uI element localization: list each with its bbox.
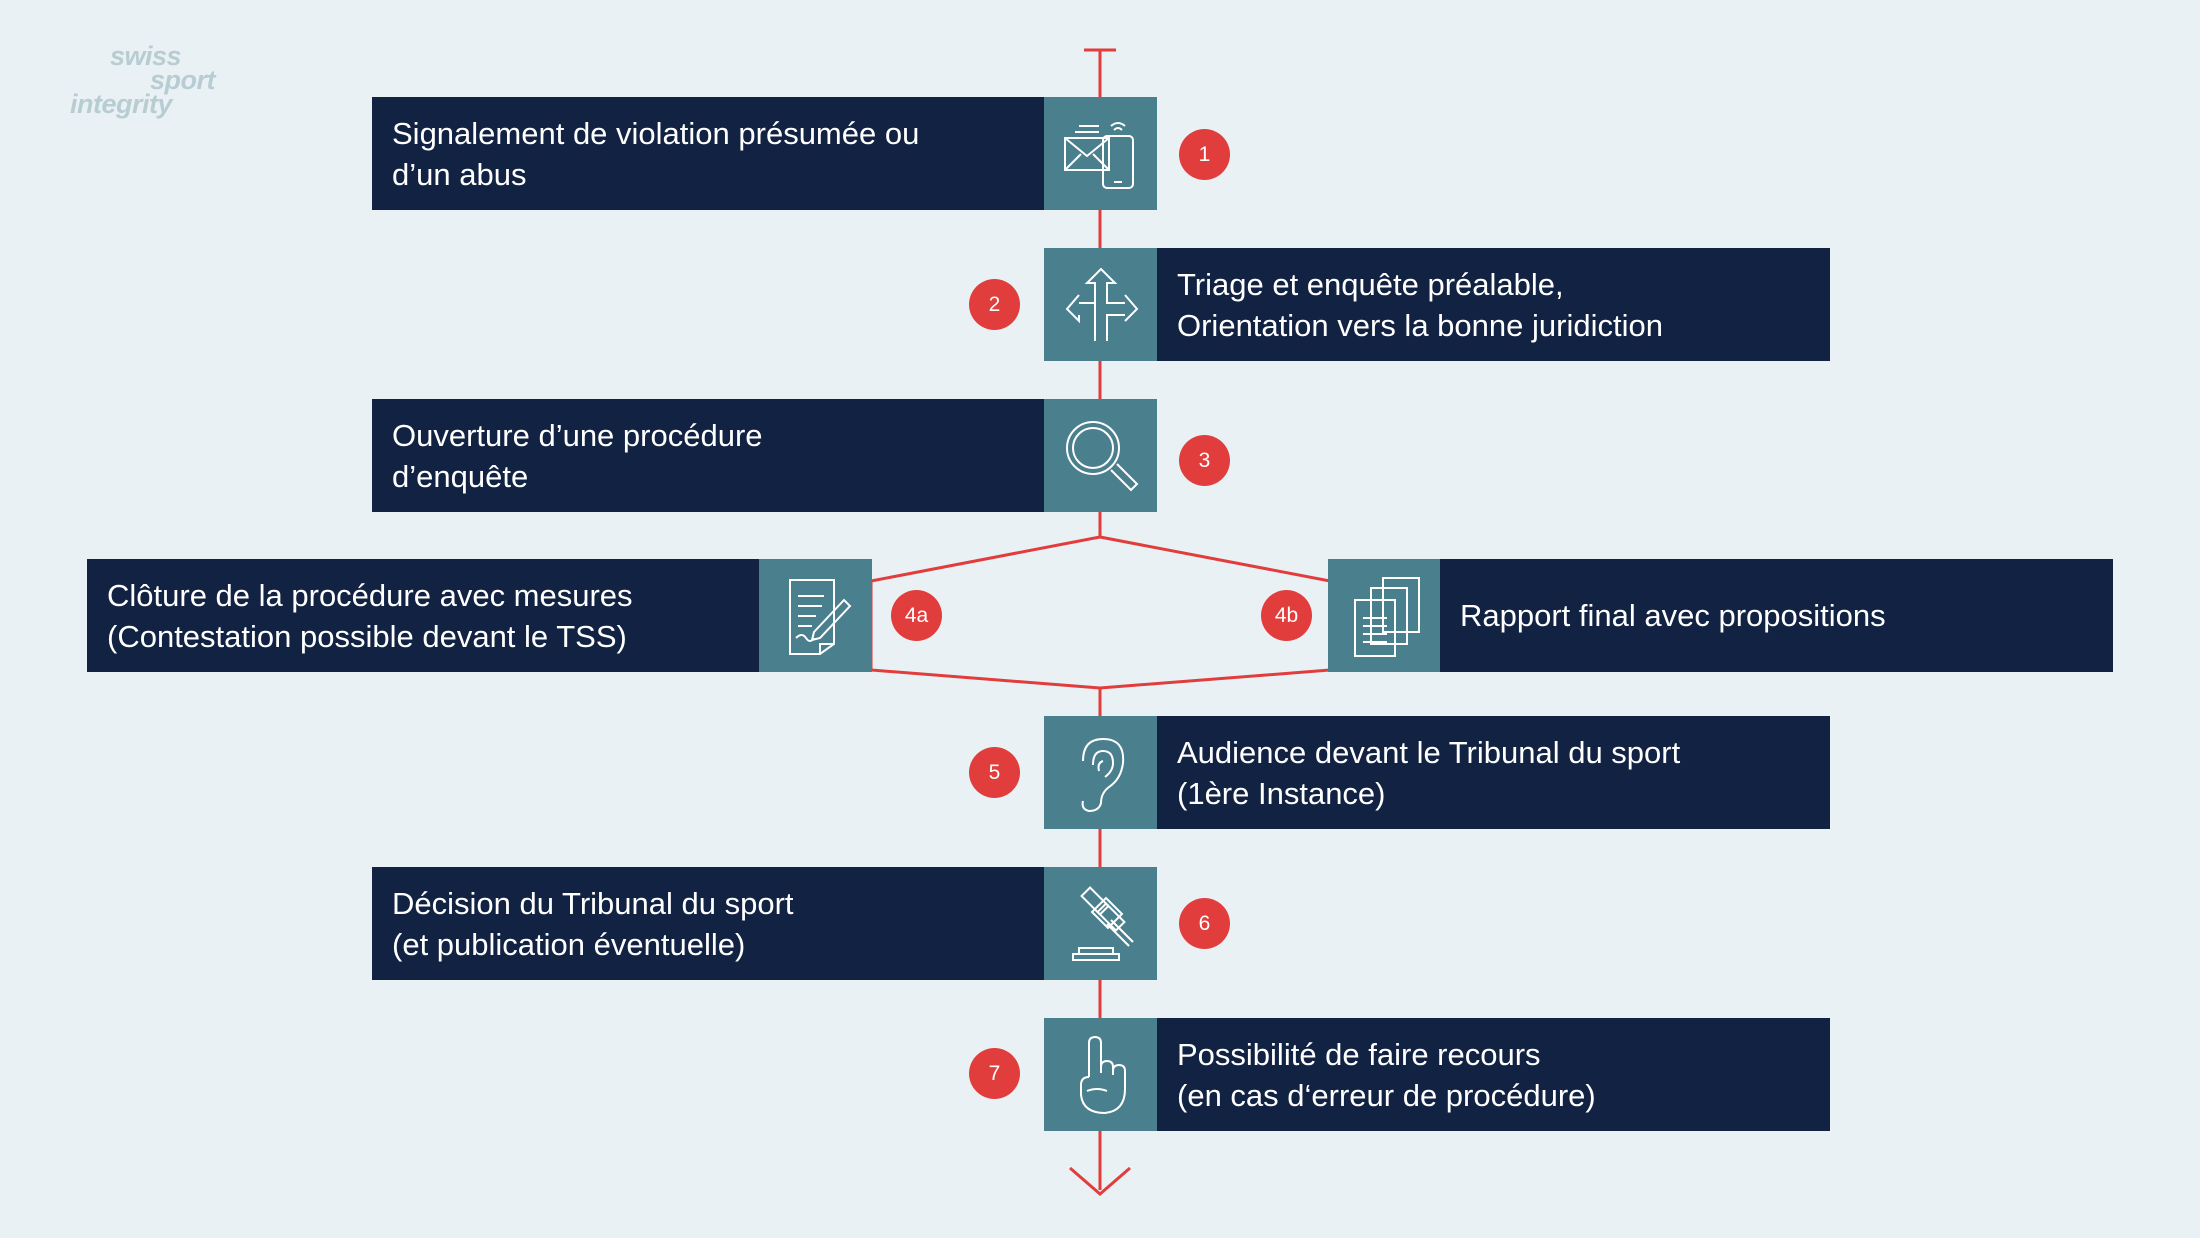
step-2-box: Triage et enquête préalable, Orientation… <box>1157 248 1830 361</box>
step-7-line-1: Possibilité de faire recours <box>1177 1036 1541 1072</box>
logo-line-3: integrity <box>70 89 173 119</box>
step-4b-line-1: Rapport final avec propositions <box>1460 598 1886 633</box>
step-6-badge: 6 <box>1179 898 1230 949</box>
step-7-line-2: (en cas d‘erreur de procédure) <box>1177 1077 1596 1113</box>
document-pen-icon <box>759 559 872 672</box>
step-4b-text: Rapport final avec propositions <box>1460 595 1886 636</box>
step-6-line-2: (et publication éventuelle) <box>392 926 746 962</box>
documents-stack-icon <box>1328 559 1441 672</box>
step-5-text: Audience devant le Tribunal du sport (1è… <box>1177 732 1680 814</box>
step-1-box: Signalement de violation présumée ou d’u… <box>372 97 1045 210</box>
logo-line-1: swiss <box>110 41 182 71</box>
step-1-text: Signalement de violation présumée ou d’u… <box>392 113 919 195</box>
step-1-line-1: Signalement de violation présumée ou <box>392 115 920 151</box>
step-4a-line-1: Clôture de la procédure avec mesures <box>107 577 633 613</box>
magnifier-icon <box>1044 399 1157 512</box>
step-7-text: Possibilité de faire recours (en cas d‘e… <box>1177 1034 1596 1116</box>
envelope-phone-icon <box>1044 97 1157 210</box>
step-6-line-1: Décision du Tribunal du sport <box>392 885 794 921</box>
step-5-badge: 5 <box>969 747 1020 798</box>
step-4b-badge: 4b <box>1261 590 1312 641</box>
ear-icon <box>1044 716 1157 829</box>
step-2-line-2: Orientation vers la bonne juridiction <box>1177 307 1663 343</box>
swiss-sport-integrity-logo: swiss sport integrity <box>70 41 216 119</box>
step-7-box: Possibilité de faire recours (en cas d‘e… <box>1157 1018 1830 1131</box>
direction-arrows-icon <box>1044 248 1157 361</box>
step-2-text: Triage et enquête préalable, Orientation… <box>1177 264 1663 346</box>
step-1-line-2: d’un abus <box>392 156 527 192</box>
step-6-text: Décision du Tribunal du sport (et public… <box>392 883 794 965</box>
step-3-box: Ouverture d’une procédure d’enquête <box>372 399 1045 512</box>
step-3-line-1: Ouverture d’une procédure <box>392 417 763 453</box>
step-3-line-2: d’enquête <box>392 458 529 494</box>
logo-line-2: sport <box>150 65 216 95</box>
hand-pointing-icon <box>1044 1018 1157 1131</box>
end-arrow <box>1069 1166 1131 1196</box>
step-4a-line-2: (Contestation possible devant le TSS) <box>107 618 627 654</box>
step-6-box: Décision du Tribunal du sport (et public… <box>372 867 1045 980</box>
step-4b-box: Rapport final avec propositions <box>1440 559 2113 672</box>
step-4a-box: Clôture de la procédure avec mesures (Co… <box>87 559 760 672</box>
step-7-badge: 7 <box>969 1048 1020 1099</box>
step-2-line-1: Triage et enquête préalable, <box>1177 266 1564 302</box>
step-1-badge: 1 <box>1179 129 1230 180</box>
step-4a-badge: 4a <box>891 590 942 641</box>
step-4a-text: Clôture de la procédure avec mesures (Co… <box>107 575 633 657</box>
step-5-line-2: (1ère Instance) <box>1177 775 1386 811</box>
step-5-line-1: Audience devant le Tribunal du sport <box>1177 734 1681 770</box>
step-3-text: Ouverture d’une procédure d’enquête <box>392 415 763 497</box>
step-2-badge: 2 <box>969 279 1020 330</box>
step-3-badge: 3 <box>1179 435 1230 486</box>
step-5-box: Audience devant le Tribunal du sport (1è… <box>1157 716 1830 829</box>
gavel-icon <box>1044 867 1157 980</box>
